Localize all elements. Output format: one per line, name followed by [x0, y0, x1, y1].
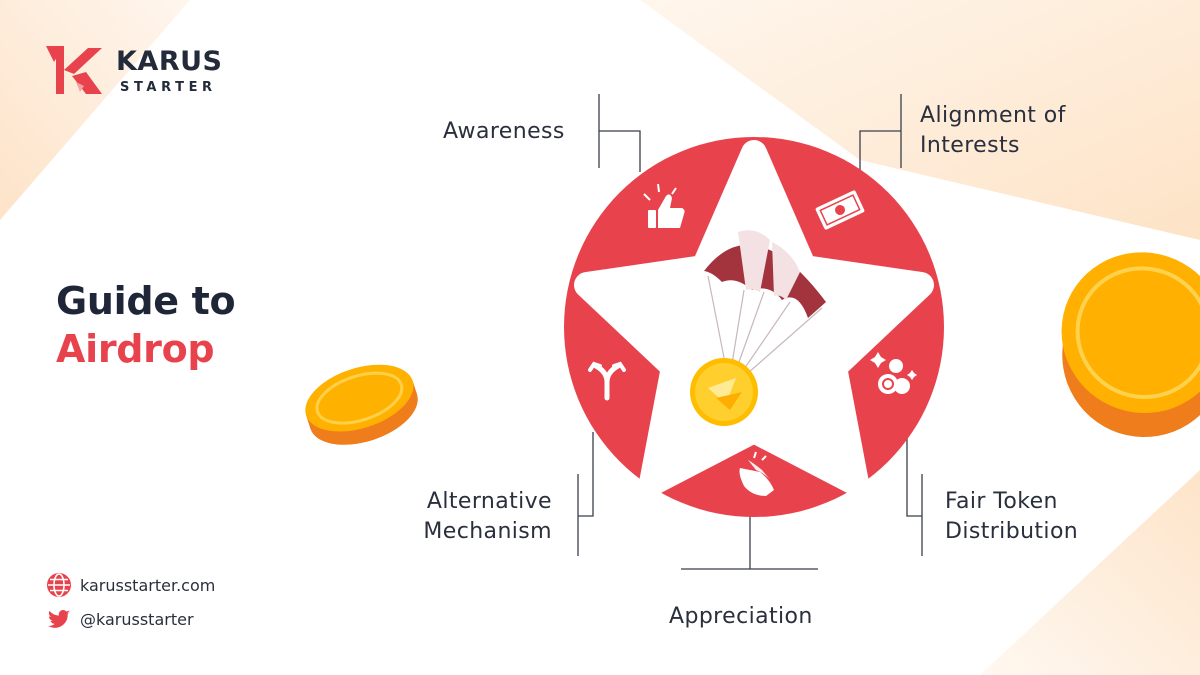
label-alignment-of-interests: Alignment of Interests	[920, 101, 1066, 161]
thumbs-up-icon	[643, 183, 685, 228]
twitter-link[interactable]: @karusstarter	[46, 606, 194, 632]
website-link[interactable]: karusstarter.com	[46, 572, 215, 598]
corner-shape-top-right	[640, 0, 1200, 240]
fork-arrow-icon	[588, 361, 626, 401]
corner-shape-top-left	[0, 0, 190, 220]
label-awareness: Awareness	[443, 117, 565, 147]
brand-logo: KARUS STARTER	[44, 42, 224, 102]
coin-icon	[690, 358, 758, 426]
label-alternative-mechanism: Alternative Mechanism	[423, 487, 552, 547]
money-bills-icon	[815, 190, 865, 230]
twitter-handle: @karusstarter	[80, 609, 194, 629]
label-appreciation: Appreciation	[669, 602, 813, 632]
globe-icon	[47, 573, 71, 597]
twitter-bird-icon	[48, 610, 70, 628]
coins-stack-icon	[870, 352, 917, 394]
brand-name: KARUS	[116, 46, 223, 77]
label-alternative-line-1: Alternative	[426, 489, 552, 514]
page-title: Guide to Airdrop	[56, 279, 236, 371]
label-alignment-line-1: Alignment of	[920, 103, 1066, 128]
karus-logo-mark-icon	[46, 46, 102, 94]
brand-subtitle: STARTER	[120, 80, 217, 95]
clapping-hands-icon	[739, 451, 774, 496]
label-awareness-text: Awareness	[443, 119, 565, 144]
corner-shape-bottom-right	[980, 470, 1200, 675]
label-alignment-line-2: Interests	[920, 133, 1020, 158]
label-fair-token-line-2: Distribution	[945, 519, 1079, 544]
label-appreciation-text: Appreciation	[669, 604, 813, 629]
label-alternative-line-2: Mechanism	[423, 519, 552, 544]
white-star	[574, 140, 934, 496]
title-line-1: Guide to	[56, 279, 236, 323]
website-text: karusstarter.com	[80, 575, 216, 595]
label-fair-token-distribution: Fair Token Distribution	[945, 487, 1078, 547]
label-fair-token-line-1: Fair Token	[945, 489, 1058, 514]
title-line-2: Airdrop	[56, 327, 215, 371]
